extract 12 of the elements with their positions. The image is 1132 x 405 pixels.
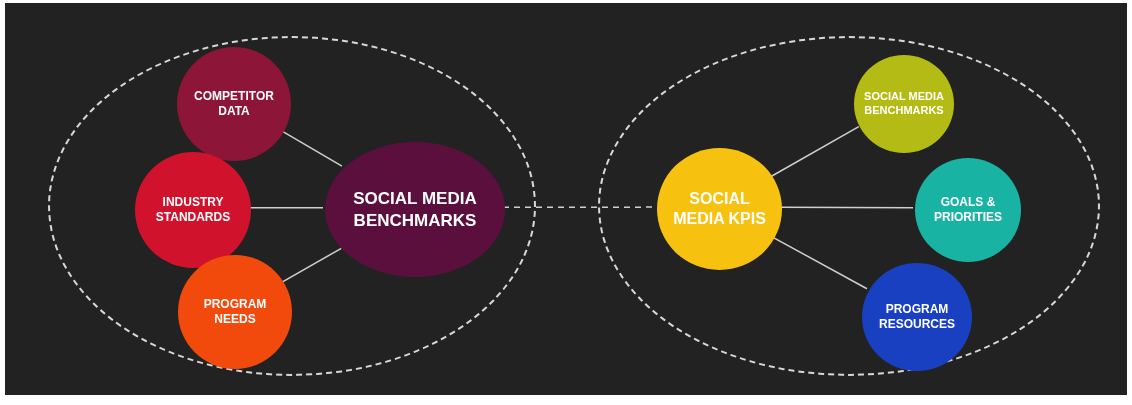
node-label: PROGRAM RESOURCES — [878, 302, 956, 332]
node-label: GOALS & PRIORITIES — [933, 195, 1003, 225]
node-label: COMPETITOR DATA — [193, 89, 275, 119]
dashed-ellipse — [598, 36, 1100, 376]
node-label: PROGRAM NEEDS — [202, 297, 268, 327]
connector-line — [770, 125, 860, 177]
dashed-ellipse — [48, 36, 536, 376]
node-label: INDUSTRY STANDARDS — [154, 195, 232, 225]
connector-line — [281, 247, 343, 283]
node-label: SOCIAL MEDIA BENCHMARKS — [352, 188, 478, 231]
node-label: SOCIAL MEDIA BENCHMARKS — [863, 90, 945, 118]
node-label: SOCIAL MEDIA KPIS — [672, 189, 767, 229]
